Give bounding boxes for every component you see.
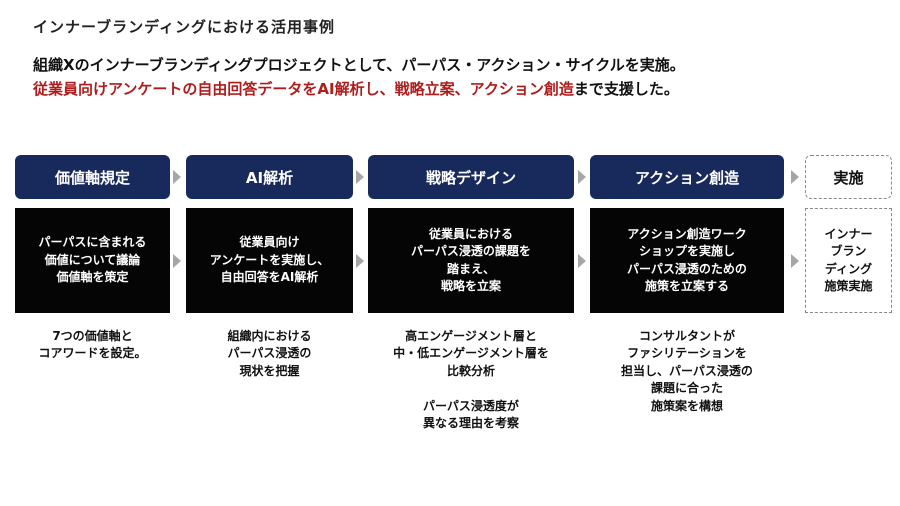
step-header-value-axis: 価値軸規定: [15, 155, 170, 199]
lead-text-line2: 従業員向けアンケートの自由回答データをAI解析し、戦略立案、アクション創造まで支…: [33, 78, 679, 99]
step-note-action-creation: コンサルタントが ファシリテーションを 担当し、パーパス浸透の 課題に合った 施…: [621, 329, 753, 413]
step-header-action-creation: アクション創造: [590, 155, 784, 199]
lead-text-line1: 組織Xのインナーブランディングプロジェクトとして、パーパス・アクション・サイクル…: [33, 56, 685, 74]
step-header-implementation: 実施: [805, 155, 892, 199]
step-header-ai-analysis: AI解析: [186, 155, 353, 199]
arrow-right-icon: [173, 170, 181, 184]
arrow-right-icon: [173, 254, 181, 268]
lead-text-highlight: 従業員向けアンケートの自由回答データをAI解析し、戦略立案、アクション創造: [33, 80, 574, 98]
arrow-right-icon: [356, 170, 364, 184]
lead-text-rest: まで支援した。: [573, 80, 679, 98]
step-box-implementation: インナー ブラン ディング 施策実施: [805, 208, 892, 313]
step-box-strategy-design: 従業員における パーパス浸透の課題を 踏まえ、 戦略を立案: [368, 208, 574, 313]
arrow-right-icon: [791, 254, 799, 268]
step-box-value-axis: パーパスに含まれる 価値について議論 価値軸を策定: [15, 208, 170, 313]
step-box-action-creation: アクション創造ワーク ショップを実施し パーパス浸透のための 施策を立案する: [590, 208, 784, 313]
arrow-right-icon: [578, 170, 586, 184]
arrow-right-icon: [578, 254, 586, 268]
step-box-ai-analysis: 従業員向け アンケートを実施し、 自由回答をAI解析: [186, 208, 353, 313]
arrow-right-icon: [791, 170, 799, 184]
step-note-value-axis: 7つの価値軸と コアワードを設定。: [38, 329, 147, 361]
step-header-strategy-design: 戦略デザイン: [368, 155, 574, 199]
page-title: インナーブランディングにおける活用事例: [33, 18, 336, 36]
step-note-ai-analysis: 組織内における パーパス浸透の 現状を把握: [227, 329, 312, 378]
arrow-right-icon: [356, 254, 364, 268]
step-note-strategy-design: 高エンゲージメント層と 中・低エンゲージメント層を 比較分析 パーパス浸透度が …: [393, 329, 549, 430]
